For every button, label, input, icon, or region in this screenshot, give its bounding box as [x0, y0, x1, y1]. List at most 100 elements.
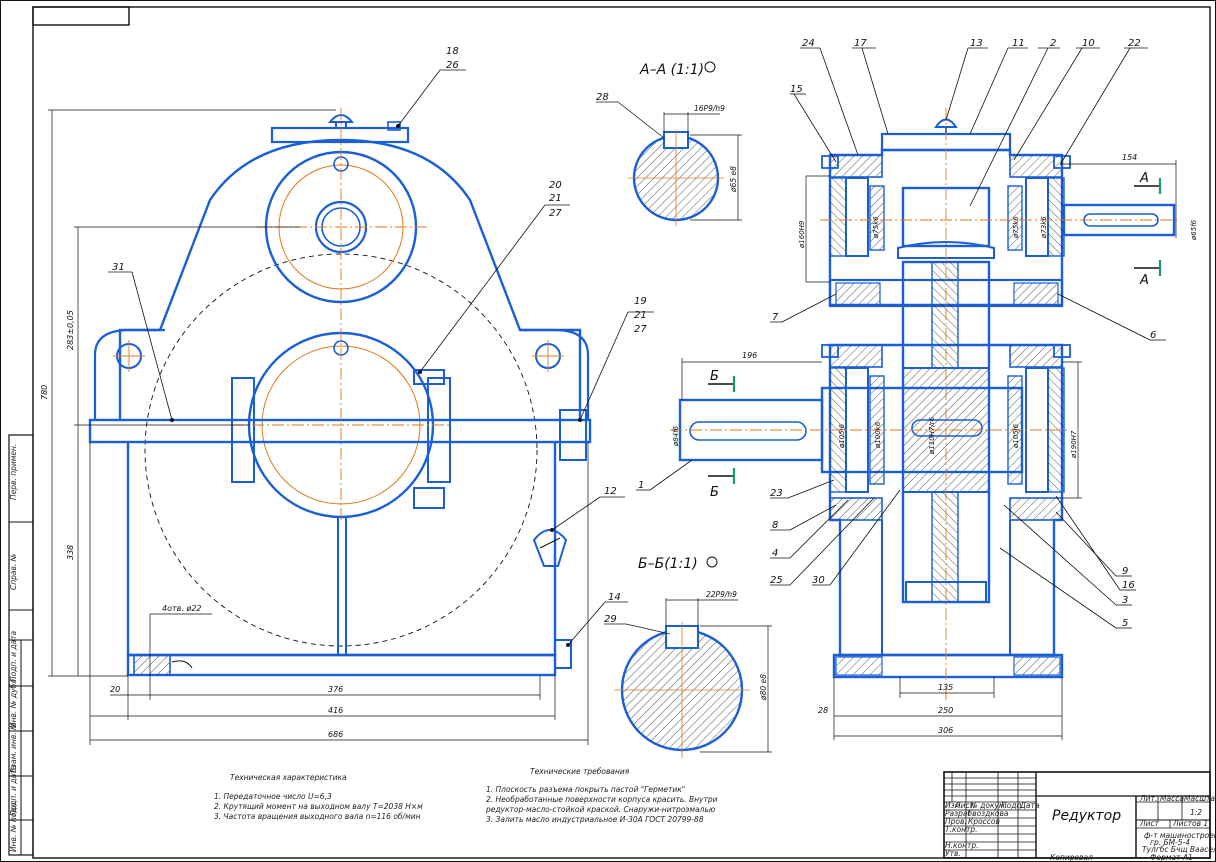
callout-16: 16	[1122, 580, 1135, 591]
gear-wheel-pitch-circle	[144, 253, 538, 647]
col-scale: Масштаб	[1184, 794, 1216, 803]
section-bb-title: Б–Б(1:1)	[638, 556, 698, 572]
side-bolt	[559, 409, 587, 461]
callout-18: 18	[446, 46, 459, 57]
parting-flange	[88, 418, 592, 444]
callout-5: 5	[1122, 618, 1128, 629]
callout-4: 4	[772, 548, 778, 559]
tech-req-line-1: 1. Плоскость разъема покрыть пастой "Гер…	[486, 785, 685, 794]
fit-190: ø190H7	[1070, 430, 1078, 459]
dim-20: 20	[110, 685, 120, 694]
inspection-cover	[270, 126, 410, 144]
dim-135: 135	[938, 683, 953, 692]
col-mass: Масса	[1160, 794, 1184, 803]
dim-28: 28	[818, 706, 828, 715]
strip-label-3: Инв. № дубл.	[9, 677, 18, 728]
role-approve: Утв.	[945, 849, 961, 858]
title-block	[943, 771, 1211, 859]
housing-cover-outline	[118, 138, 582, 420]
section-a-a: А–А (1:1) 28 16P9/h9 ø65 e8	[596, 61, 742, 226]
callout-15: 15	[790, 84, 803, 95]
dim-154: 154	[1122, 153, 1137, 162]
strip-label-1: Справ. №	[9, 553, 18, 590]
callout-25: 25	[770, 575, 783, 586]
fit-65: ø65f6	[1190, 219, 1198, 241]
scale-value: 1:2	[1190, 808, 1202, 817]
callout-10: 10	[1082, 38, 1095, 49]
role-ncontrol: Н.контр.	[945, 841, 979, 850]
plan-base	[832, 653, 1064, 679]
fit-105: ø105j6	[838, 423, 846, 449]
callout-20: 20	[549, 180, 562, 191]
row-list: Лист	[954, 801, 975, 810]
tech-req-line-4: 3. Залить масло индустриальное И-30А ГОС…	[486, 815, 704, 824]
fit-75a: ø75k6	[872, 216, 880, 239]
callout-30: 30	[812, 575, 825, 586]
role-dev: Разраб.	[945, 809, 974, 818]
callout-11: 11	[1012, 38, 1025, 49]
callout-29: 29	[604, 614, 617, 625]
side-view-labels: 18 26 20 21 27 31 19 21 27 12 14 780 283…	[40, 46, 647, 739]
callout-26: 26	[446, 60, 459, 71]
left-strip: Перв. примен. Справ. № Подп. и дата Инв.…	[8, 434, 34, 856]
dim-780: 780	[40, 385, 49, 400]
org-line-3: Тулгбс Бчщ Вааселтр	[1142, 845, 1216, 854]
callout-27: 27	[549, 208, 562, 219]
callout-6: 6	[1150, 330, 1156, 341]
callout-19: 19	[634, 296, 647, 307]
section-b-b: Б–Б(1:1) 29 22P9/h9 ø80 e8	[604, 556, 772, 758]
flange-nut	[413, 487, 445, 509]
tech-char-line-3: 3. Частота вращения выходного вала n=116…	[214, 812, 421, 821]
housing-base-outline	[126, 442, 557, 657]
callout-13: 13	[970, 38, 983, 49]
role-tcontrol: Т.контр.	[945, 825, 978, 834]
callout-8: 8	[772, 520, 778, 531]
callout-22: 22	[1128, 38, 1141, 49]
tech-char-line-2: 2. Крутящий момент на выходном валу Т=20…	[214, 802, 423, 811]
callout-27b: 27	[634, 324, 647, 335]
sheets-label: Листов 1	[1172, 819, 1208, 828]
callout-1: 1	[638, 480, 644, 491]
callout-31: 31	[112, 262, 125, 273]
dim-196: 196	[742, 351, 757, 360]
sheet-label: Лист	[1139, 819, 1160, 828]
title-block-text: Редуктор Лит. Масса Масштаб 1:2 Лист Лис…	[945, 794, 1216, 862]
pinion-teeth	[897, 241, 995, 259]
side-view	[48, 69, 654, 745]
callout-3: 3	[1122, 595, 1128, 606]
format-label: Формат А1	[1150, 853, 1193, 862]
shaft-dia-aa: ø65 e8	[729, 166, 738, 193]
dim-686: 686	[328, 730, 343, 739]
dim-338: 338	[66, 545, 75, 560]
cut-a-top: А	[1139, 171, 1149, 186]
tech-req-title: Технические требования	[530, 767, 630, 776]
tech-char-title: Техническая характеристика	[230, 773, 347, 782]
drain-plug	[554, 639, 572, 669]
fit-105b: ø105j6	[1012, 423, 1020, 449]
tech-req-line-2: 2. Необработанные поверхности корпуса кр…	[486, 795, 718, 804]
technical-characteristics: Техническая характеристика 1. Передаточн…	[214, 773, 423, 821]
cut-b-bot: Б	[710, 485, 719, 500]
callout-21: 21	[549, 193, 562, 204]
shaft-dia-bb: ø80 e8	[759, 674, 768, 701]
org-line-1: ф-т машиностроения	[1144, 831, 1216, 840]
callout-17: 17	[854, 38, 867, 49]
strip-label-6: Инв. № подл.	[9, 800, 18, 852]
fit-75b: ø75k6	[1012, 216, 1020, 239]
callout-12: 12	[604, 486, 617, 497]
fit-110: ø110H7/r6	[928, 416, 936, 455]
key-fit-bb: 22P9/h9	[706, 590, 737, 599]
plan-view-labels: 24 17 13 11 2 10 22 15 7 6 1 23 8 4 25 3…	[638, 38, 1198, 735]
dim-holes: 4отв. ø22	[162, 604, 202, 613]
dim-376: 376	[328, 685, 343, 694]
callout-21b: 21	[634, 310, 647, 321]
org-line-2: гр. БМ-5-4	[1150, 838, 1190, 847]
callout-7: 7	[772, 312, 779, 323]
output-keyway	[689, 421, 807, 441]
callout-28: 28	[596, 92, 609, 103]
row-doc: № докум.	[969, 801, 1007, 810]
bearing-input-left	[845, 177, 869, 257]
flange-bolt-head	[413, 369, 445, 385]
key-fit-aa: 16P9/h9	[694, 104, 725, 113]
